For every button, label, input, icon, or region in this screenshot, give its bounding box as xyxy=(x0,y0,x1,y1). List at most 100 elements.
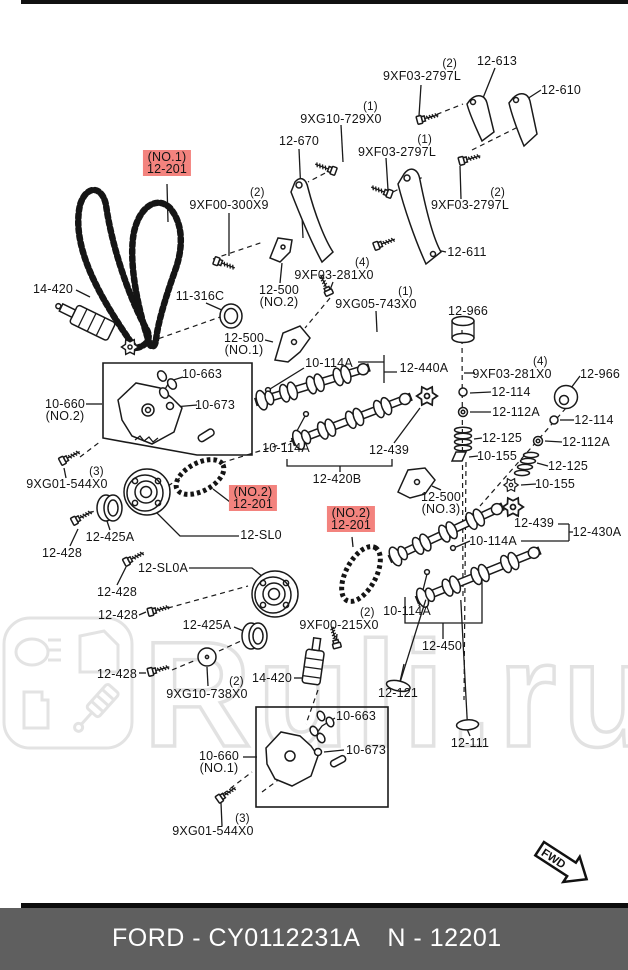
part-label-10-114a[interactable]: 10-114A xyxy=(305,356,353,370)
part-label-12-440a[interactable]: 12-440A xyxy=(399,361,449,375)
bracket-12-500-no3 xyxy=(397,467,436,499)
chain-tensioner-14-420-upper xyxy=(55,302,116,341)
timing-chain-no2-left xyxy=(173,457,227,497)
chain-guide-12-613 xyxy=(466,95,495,143)
timing-chain-no1 xyxy=(75,186,184,352)
tappet-12-966-left xyxy=(451,315,475,344)
part-label-9xf03-281x0[interactable]: (4)9XF03-281X0 xyxy=(472,356,552,381)
bracket-12-500-no1 xyxy=(274,325,311,363)
footer-divider-line xyxy=(21,903,628,908)
part-label-12-420b[interactable]: 12-420B xyxy=(312,472,362,486)
valve-spring-12-125-left xyxy=(453,426,473,452)
footer-catalog-number: N - 12201 xyxy=(387,924,502,952)
part-label-9xg10-729x0[interactable]: (1)9XG10-729X0 xyxy=(300,101,382,126)
part-label-9xg01-544x0[interactable]: (3)9XG01-544X0 xyxy=(26,466,108,491)
part-label-10-673[interactable]: 10-673 xyxy=(345,743,387,757)
part-label-12-439[interactable]: 12-439 xyxy=(513,516,555,530)
part-label-9xf03-2797l[interactable]: (2)9XF03-2797L xyxy=(431,187,509,212)
camshaft-12-450 xyxy=(414,546,542,608)
part-label-12-112a[interactable]: 12-112A xyxy=(562,435,610,449)
part-label-9xf00-215x0[interactable]: (2)9XF00-215X0 xyxy=(299,607,379,632)
part-label-14-420[interactable]: 14-420 xyxy=(32,282,74,296)
oil-pump-box-upper xyxy=(102,362,253,456)
chain-guide-12-611 xyxy=(397,168,442,266)
part-label-12-201[interactable]: (NO.2)12-201 xyxy=(326,506,376,532)
part-label-12-428[interactable]: 12-428 xyxy=(96,667,138,681)
timing-chain-no2-mid xyxy=(339,544,383,604)
ruli-watermark-text: Ruli.ru xyxy=(143,610,628,778)
oil-seal-11-316C xyxy=(219,303,243,329)
part-label-9xg05-743x0[interactable]: (1)9XG05-743X0 xyxy=(335,286,417,311)
part-label--no-2-[interactable]: 12-500(NO.2) xyxy=(258,283,300,309)
part-label-10-114a[interactable]: 10-114A xyxy=(469,534,517,548)
part-label-10-114a[interactable]: 10-114A xyxy=(383,604,431,618)
part-label-10-663[interactable]: 10-663 xyxy=(335,709,377,723)
retainer-12-112A-left xyxy=(457,406,469,418)
part-label-12-111[interactable]: 12-111 xyxy=(450,736,490,750)
part-label-14-420[interactable]: 14-420 xyxy=(251,671,293,685)
part-label-12-613[interactable]: 12-613 xyxy=(476,54,518,68)
part-label-12-966[interactable]: 12-966 xyxy=(447,304,489,318)
part-label-9xf03-2797l[interactable]: (2)9XF03-2797L xyxy=(383,58,461,83)
part-label-12-125[interactable]: 12-125 xyxy=(481,431,523,445)
camshaft-12-420B-intake xyxy=(254,363,371,411)
part-label-10-155[interactable]: 10-155 xyxy=(534,477,576,491)
fwd-direction-arrow: FWD xyxy=(533,840,589,884)
part-label-12-112a[interactable]: 12-112A xyxy=(492,405,540,419)
part-label-12-201[interactable]: (NO.1)12-201 xyxy=(142,150,192,176)
part-label-12-430a[interactable]: 12-430A xyxy=(572,525,622,539)
part-label-12-125[interactable]: 12-125 xyxy=(547,459,589,473)
part-label-12-201[interactable]: (NO.2)12-201 xyxy=(228,485,278,511)
part-label-10-114a[interactable]: 10-114A xyxy=(262,441,310,455)
chain-guide-12-610 xyxy=(508,93,538,148)
part-label-9xg10-738x0[interactable]: (2)9XG10-738X0 xyxy=(166,676,248,701)
vvt-pulley-12-SL0A xyxy=(251,570,299,618)
part-label-12-121[interactable]: 12-121 xyxy=(377,686,419,700)
part-label-12-428[interactable]: 12-428 xyxy=(97,608,139,622)
oil-pump-box-lower xyxy=(255,706,389,808)
part-label-12-sl0a[interactable]: 12-SL0A xyxy=(137,561,189,575)
part-label-9xf00-300x9[interactable]: (2)9XF00-300X9 xyxy=(189,187,269,212)
valve-12-111 xyxy=(455,599,480,731)
part-label-12-439[interactable]: 12-439 xyxy=(368,443,410,457)
part-label--no-2-[interactable]: 10-660(NO.2) xyxy=(44,397,86,423)
part-label-12-114[interactable]: 12-114 xyxy=(491,385,531,399)
part-label-9xf03-281x0[interactable]: (4)9XF03-281X0 xyxy=(294,257,374,282)
part-label-12-611[interactable]: 12-611 xyxy=(447,245,487,259)
pulley-12-425A-lower xyxy=(241,622,268,650)
part-label--no-1-[interactable]: 10-660(NO.1) xyxy=(198,749,240,775)
part-label-11-316c[interactable]: 11-316C xyxy=(175,289,225,303)
part-label-12-428[interactable]: 12-428 xyxy=(41,546,83,560)
part-label-10-673[interactable]: 10-673 xyxy=(194,398,236,412)
part-label-12-sl0[interactable]: 12-SL0 xyxy=(240,528,282,542)
part-label--no-1-[interactable]: 12-500(NO.1) xyxy=(223,331,265,357)
camshaft-12-420B-exhaust xyxy=(290,392,413,451)
part-label--no-3-[interactable]: 12-500(NO.3) xyxy=(420,490,462,516)
bracket-12-500-no2 xyxy=(269,237,293,263)
part-label-12-610[interactable]: 12-610 xyxy=(540,83,582,97)
chain-guide-12-670 xyxy=(290,177,334,264)
part-label-12-966[interactable]: 12-966 xyxy=(579,367,621,381)
keeper-12-114-left xyxy=(458,387,468,397)
footer-text: FORD - CY0112231A N - 12201 xyxy=(112,924,502,953)
top-border-line xyxy=(21,0,628,4)
part-labels-layer: (NO.1)12-201 (2)9XF03-2797L 12-613 12-610 (1… xyxy=(26,54,622,838)
tappet-12-966-right xyxy=(553,384,579,410)
part-label-9xg01-544x0[interactable]: (3)9XG01-544X0 xyxy=(172,813,254,838)
part-label-10-155[interactable]: 10-155 xyxy=(476,449,518,463)
part-label-12-425a[interactable]: 12-425A xyxy=(182,618,232,632)
retainer-12-112A-right xyxy=(532,435,544,447)
part-label-12-114[interactable]: 12-114 xyxy=(574,413,614,427)
pulley-12-425A-upper xyxy=(96,494,123,522)
valve-12-121 xyxy=(385,599,427,693)
part-label-9xf03-2797l[interactable]: (1)9XF03-2797L xyxy=(358,134,436,159)
footer-brand-part-number: FORD - CY0112231A xyxy=(112,924,361,952)
part-label-12-450[interactable]: 12-450 xyxy=(421,639,463,653)
chain-tensioner-14-420-lower xyxy=(301,636,325,686)
part-label-10-663[interactable]: 10-663 xyxy=(181,367,223,381)
part-label-12-670[interactable]: 12-670 xyxy=(278,134,320,148)
part-label-12-425a[interactable]: 12-425A xyxy=(85,530,135,544)
footer-bar xyxy=(0,908,628,970)
part-label-12-428[interactable]: 12-428 xyxy=(96,585,138,599)
